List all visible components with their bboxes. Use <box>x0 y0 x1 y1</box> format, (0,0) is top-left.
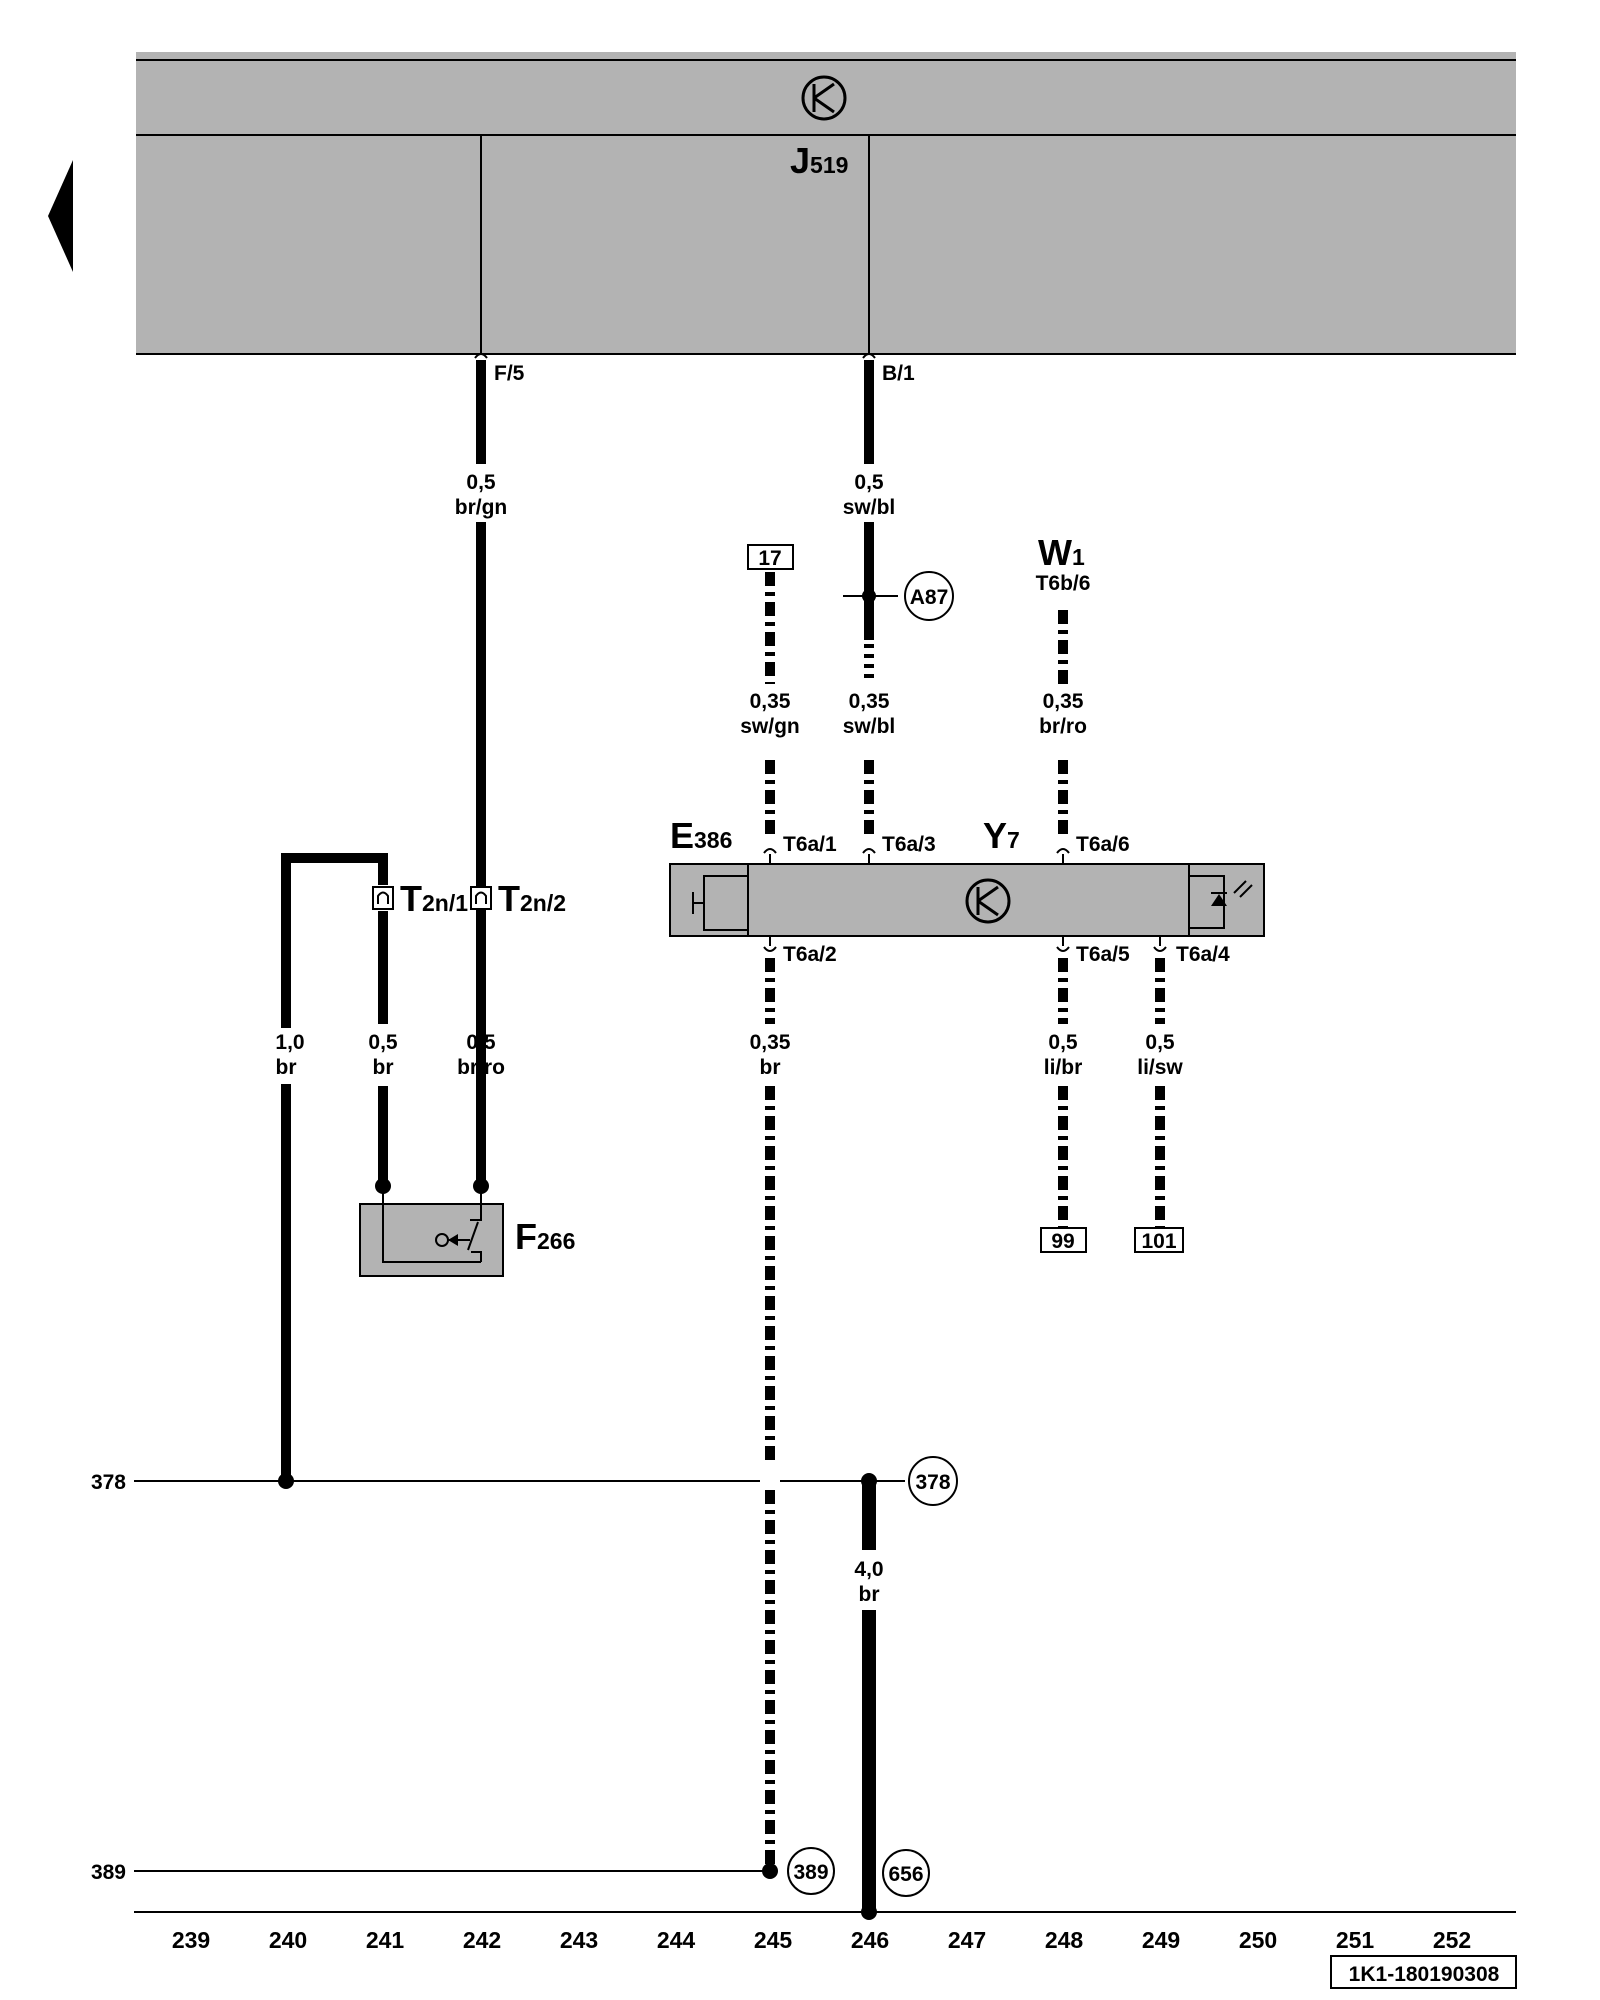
reference-box-99[interactable]: 99 <box>1040 1227 1087 1253</box>
svg-text:389: 389 <box>793 1861 828 1884</box>
svg-text:101: 101 <box>1141 1230 1176 1253</box>
wire-249-lower-size: 0,5 <box>1145 1031 1175 1054</box>
pin-b1-label: B/1 <box>882 362 915 385</box>
electronic-module-icon <box>801 75 847 121</box>
ground-line-378-label: 378 <box>91 1471 126 1494</box>
connector-t6a4-label: T6a/4 <box>1176 943 1230 966</box>
svg-text:A87: A87 <box>910 586 949 609</box>
component-w1-label: W1 <box>1038 532 1085 573</box>
current-track-number: 245 <box>754 1927 793 1953</box>
current-track-number: 250 <box>1239 1927 1277 1953</box>
current-track-number: 239 <box>172 1927 210 1953</box>
current-track-numbers: 239 240 241 242 243 244 245 246 247 248 249 250 251 2… <box>172 1927 1471 1953</box>
wire-245-lower-size: 0,35 <box>750 1031 791 1054</box>
connector-t2n1-icon <box>372 886 394 910</box>
current-track-number: 252 <box>1433 1927 1471 1953</box>
control-unit-j519-housing <box>136 60 1516 354</box>
current-track-number: 241 <box>366 1927 405 1953</box>
current-track-number: 246 <box>851 1927 889 1953</box>
connector-t2n2-label: T2n/2 <box>498 878 566 919</box>
svg-text:99: 99 <box>1051 1230 1074 1253</box>
component-f266-label: F266 <box>515 1216 575 1257</box>
component-e386-label: E386 <box>670 815 732 856</box>
wire-245-mid-color: sw/gn <box>740 715 800 738</box>
wire-245-lower-color: br <box>760 1056 781 1079</box>
connector-t2n2-icon <box>470 886 492 910</box>
connector-t6a3-label: T6a/3 <box>882 833 936 856</box>
svg-text:656: 656 <box>888 1863 923 1886</box>
wire-248-mid-size: 0,35 <box>1043 690 1084 713</box>
connector-t6a6-label: T6a/6 <box>1076 833 1130 856</box>
wire-246-mid-color: sw/bl <box>843 715 896 738</box>
connection-389: 389 <box>787 1847 835 1895</box>
control-unit-j519-label: J519 <box>790 140 848 181</box>
component-y7-label: Y7 <box>983 815 1020 856</box>
current-track-number: 242 <box>463 1927 501 1953</box>
connection-a87: A87 <box>904 571 954 621</box>
wire-241-size: 0,5 <box>368 1031 398 1054</box>
connector-t6a1-label: T6a/1 <box>783 833 837 856</box>
svg-text:17: 17 <box>758 547 781 570</box>
connector-t2n1-label: T2n/1 <box>400 878 468 919</box>
wire-240-color: br <box>276 1056 297 1079</box>
control-unit-j519-top-bar <box>136 52 1516 60</box>
wire-242-lower-color: br/ro <box>457 1056 505 1079</box>
electronic-module-icon <box>965 878 1011 924</box>
diagram-code-box <box>1330 1955 1517 1989</box>
current-track-number: 248 <box>1045 1927 1084 1953</box>
wire-246-size: 0,5 <box>854 471 884 494</box>
current-track-number: 244 <box>657 1927 696 1953</box>
connection-378: 378 <box>908 1456 958 1506</box>
contact-switch-icon <box>382 1186 482 1263</box>
diagram-code: 1K1-180190308 <box>1349 1963 1500 1986</box>
wire-248-lower-size: 0,5 <box>1048 1031 1078 1054</box>
wire-240-size: 1,0 <box>275 1031 304 1054</box>
wire-245-mid-size: 0,35 <box>750 690 791 713</box>
wire-242-lower-size: 0,5 <box>466 1031 496 1054</box>
pushbutton-switch-icon <box>692 875 748 931</box>
current-track-number: 249 <box>1142 1927 1180 1953</box>
wire-248-mid-color: br/ro <box>1039 715 1087 738</box>
wire-242-color: br/gn <box>455 496 508 519</box>
connector-t6a5-label: T6a/5 <box>1076 943 1130 966</box>
wire-246-mid-size: 0,35 <box>849 690 890 713</box>
pin-f5-label: F/5 <box>494 362 525 385</box>
wire-242-size: 0,5 <box>466 471 496 494</box>
connector-t6a2-label: T6a/2 <box>783 943 837 966</box>
led-icon <box>1189 875 1253 929</box>
wire-246-ground-color: br <box>859 1583 880 1606</box>
wire-248-lower-color: li/br <box>1044 1056 1083 1079</box>
reference-box-17[interactable]: 17 <box>747 544 794 570</box>
ground-line-389-label: 389 <box>91 1861 126 1884</box>
previous-page-arrow-icon[interactable] <box>48 160 73 272</box>
wire-249-lower-color: li/sw <box>1137 1056 1183 1079</box>
svg-text:378: 378 <box>915 1471 950 1494</box>
current-track-number: 240 <box>269 1927 307 1953</box>
current-track-number: 247 <box>948 1927 986 1953</box>
current-track-number: 251 <box>1336 1927 1375 1953</box>
w1-pin-label: T6b/6 <box>1036 572 1091 595</box>
wire-240-241-loop <box>281 853 388 1481</box>
wire-241-color: br <box>373 1056 394 1079</box>
wire-246-color: sw/bl <box>843 496 896 519</box>
reference-box-101[interactable]: 101 <box>1134 1227 1184 1253</box>
connection-656: 656 <box>882 1849 930 1897</box>
wire-246-ground-size: 4,0 <box>854 1558 883 1581</box>
current-track-number: 243 <box>560 1927 598 1953</box>
